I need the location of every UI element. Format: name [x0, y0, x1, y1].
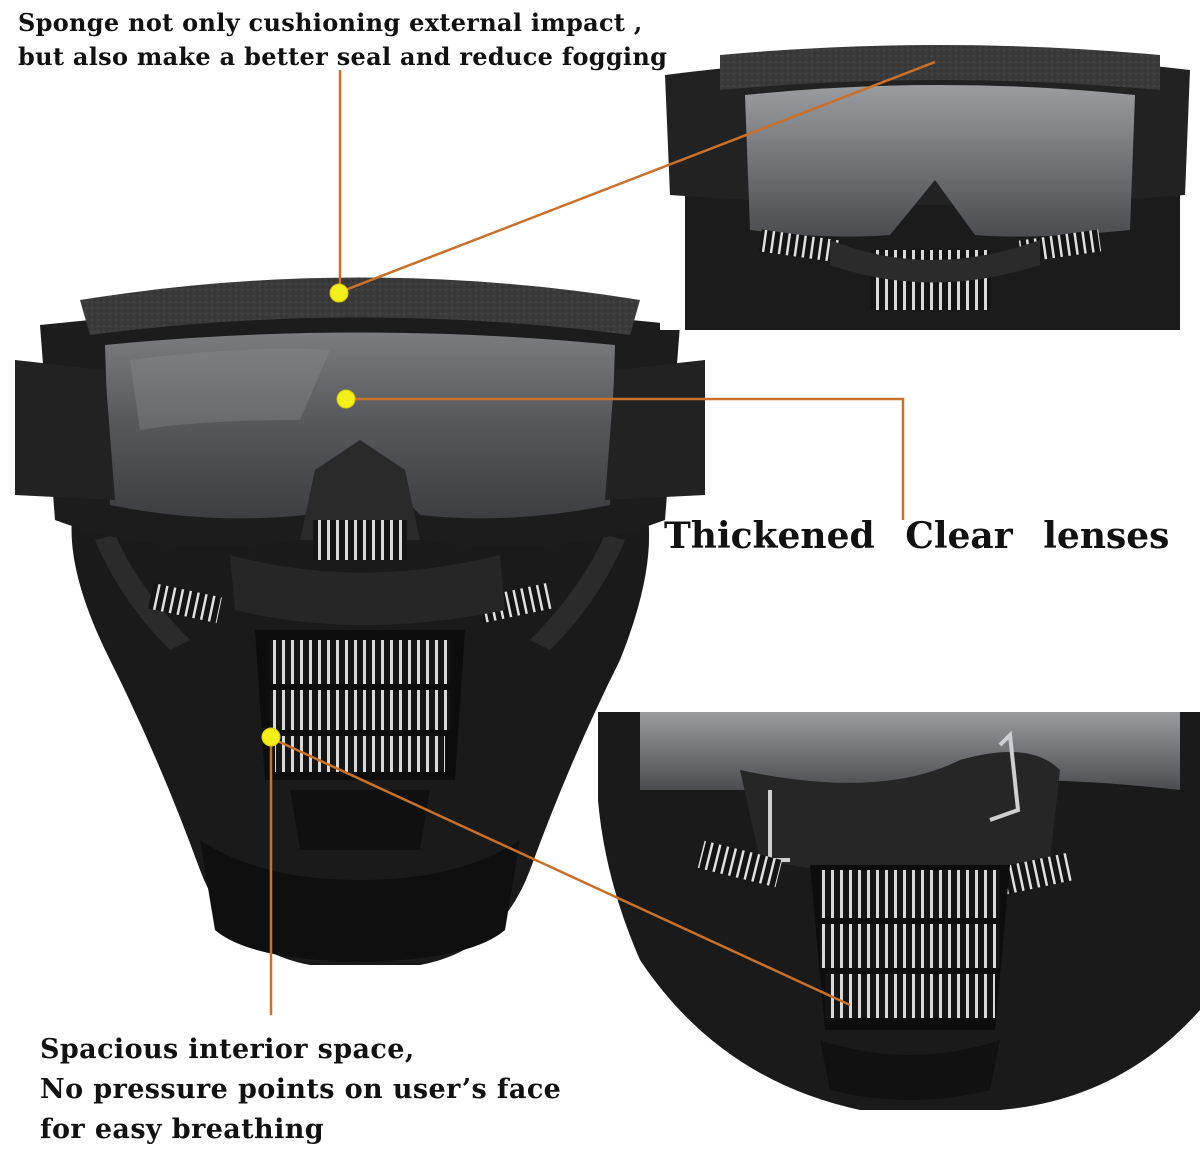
main-mask-photo: [15, 277, 705, 965]
main-goggle-lens: [105, 332, 615, 519]
marker-dot-interior: [261, 727, 281, 747]
caption-interior-line-2: No pressure points on user’s face: [40, 1074, 562, 1105]
inset-bottom-right-photo: [598, 712, 1200, 1155]
main-goggle-sponge: [80, 277, 640, 335]
marker-dot-sponge: [329, 283, 349, 303]
caption-lens-line-1: Thickened Clear lenses: [664, 515, 1170, 557]
marker-dots: [261, 283, 356, 747]
callout-line-lens: [346, 397, 905, 520]
marker-dot-lens: [336, 389, 356, 409]
caption-sponge-line-1: Sponge not only cushioning external impa…: [18, 8, 643, 37]
caption-interior-line-1: Spacious interior space,: [40, 1034, 415, 1065]
caption-sponge-line-2: but also make a better seal and reduce f…: [18, 42, 668, 71]
caption-sponge: Sponge not only cushioning external impa…: [18, 6, 667, 74]
callout-line-interior-right: [270, 736, 851, 1007]
inset-top-right-photo: [660, 40, 1200, 330]
callout-lines: [269, 60, 936, 1015]
main-goggle-strap: [15, 360, 115, 500]
caption-interior-line-3: for easy breathing: [40, 1114, 325, 1145]
caption-lens: Thickened Clear lenses: [664, 512, 1169, 560]
caption-interior: Spacious interior space, No pressure poi…: [40, 1030, 561, 1150]
